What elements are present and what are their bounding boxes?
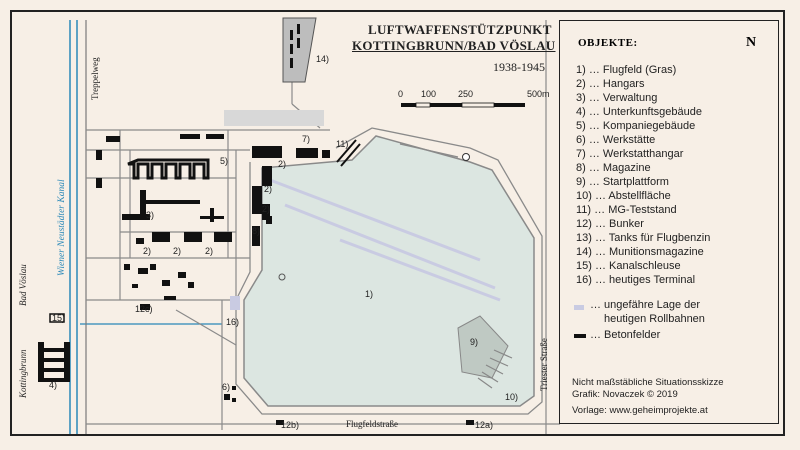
legend-concrete: … Betonfelder <box>590 329 661 341</box>
legend-item: 9) … Startplattform <box>576 176 669 188</box>
concrete-swatch <box>574 334 586 338</box>
label-treppelweg: Treppelweg <box>90 57 100 100</box>
label-kottingbrunn: Kottingbrunn <box>18 349 28 398</box>
label-triester-strasse: Triester Straße <box>539 338 549 391</box>
note-source: Vorlage: www.geheimprojekte.at <box>572 405 708 416</box>
map-years: 1938-1945 <box>493 60 545 74</box>
map-label-10: 10) <box>505 392 519 402</box>
legend-item: 7) … Werkstatthangar <box>576 148 684 160</box>
map-title-line2: KOTTINGBRUNN/BAD VÖSLAU <box>352 38 556 53</box>
runway-swatch <box>574 305 584 310</box>
map-frame <box>10 10 785 436</box>
scale-tick-250: 250 <box>458 89 474 99</box>
marker-circle <box>278 273 286 281</box>
map-label-2a: 2) <box>278 159 287 169</box>
note-scale: Nicht maßstäbliche Situationsskizze <box>572 377 724 388</box>
legend-panel: OBJEKTE: N 1) … Flugfeld (Gras) 2) … Han… <box>559 20 779 424</box>
terminal <box>230 296 240 310</box>
legend-item: 12) … Bunker <box>576 218 644 230</box>
scale-tick-100: 100 <box>421 89 437 99</box>
abstellflaeche <box>477 349 513 389</box>
legend-item: 2) … Hangars <box>576 78 645 90</box>
map-label-8: 8) <box>252 226 261 236</box>
map-label-12c: 12c) <box>135 304 153 314</box>
map-label-2b: 2) <box>264 184 273 194</box>
map-title-line1: LUFTWAFFENSTÜTZPUNKT <box>368 22 552 37</box>
note-author: Grafik: Novaczek © 2019 <box>572 389 678 400</box>
label-bad-voeslau: Bad Vöslau <box>18 264 28 306</box>
mg-teststand <box>336 139 361 167</box>
legend-item: 3) … Verwaltung <box>576 92 658 104</box>
map-label-7: 7) <box>302 134 311 144</box>
scale-tick-500: 500m <box>527 89 550 99</box>
map-label-14: 14) <box>316 54 330 64</box>
legend-item: 8) … Magazine <box>576 162 651 174</box>
map-label-6: 6) <box>222 382 231 392</box>
north-label: N <box>746 35 757 50</box>
map-label-4: 4) <box>49 380 58 390</box>
map-label-2d: 2) <box>143 246 152 256</box>
scale-bar <box>401 102 525 108</box>
legend-item: 4) … Unterkunftsgebäude <box>576 106 702 118</box>
legend-item: 1) … Flugfeld (Gras) <box>576 64 677 76</box>
map-label-11: 11) <box>336 139 349 149</box>
map-label-2f: 2) <box>205 246 214 256</box>
map-label-12a: 12a) <box>475 420 494 430</box>
legend-item: 11) … MG-Teststand <box>576 204 677 216</box>
legend-item: 15) … Kanalschleuse <box>576 260 681 272</box>
label-flugfeldstrasse: Flugfeldstraße <box>346 419 398 429</box>
map-label-16: 16) <box>226 317 240 327</box>
buildings <box>38 134 474 425</box>
map-label-9: 9) <box>470 337 479 347</box>
label-kanal: Wiener Neustädter Kanal <box>57 179 67 276</box>
legend-item: 5) … Kompaniegebäude <box>576 120 696 132</box>
legend-item: 10) … Abstellfläche <box>576 190 671 202</box>
legend-title: OBJEKTE: <box>578 37 638 49</box>
map-label-2e: 2) <box>173 246 182 256</box>
map-label-2c: 2) <box>262 204 271 214</box>
map-label-1: 1) <box>365 289 374 299</box>
legend-item: 13) … Tanks für Flugbenzin <box>576 232 711 244</box>
apron <box>224 110 324 126</box>
scale-tick-0: 0 <box>398 89 404 99</box>
legend-item: 6) … Werkstätte <box>576 134 656 146</box>
munitionsmagazine <box>290 24 300 68</box>
legend-item: 16) … heutiges Terminal <box>576 274 696 286</box>
perimeter-road <box>235 127 543 415</box>
map-label-15: 15) <box>52 313 66 323</box>
map-label-3: 3) <box>146 210 155 220</box>
legend-runway-line1: … ungefähre Lage der <box>590 299 701 311</box>
map-label-5: 5) <box>220 156 229 166</box>
runways <box>269 178 501 302</box>
legend-runway-line2: heutigen Rollbahnen <box>604 313 705 325</box>
map-label-12b: 12b) <box>281 420 300 430</box>
legend-item: 14) … Munitionsmagazine <box>576 246 704 258</box>
mg-target <box>462 153 470 161</box>
